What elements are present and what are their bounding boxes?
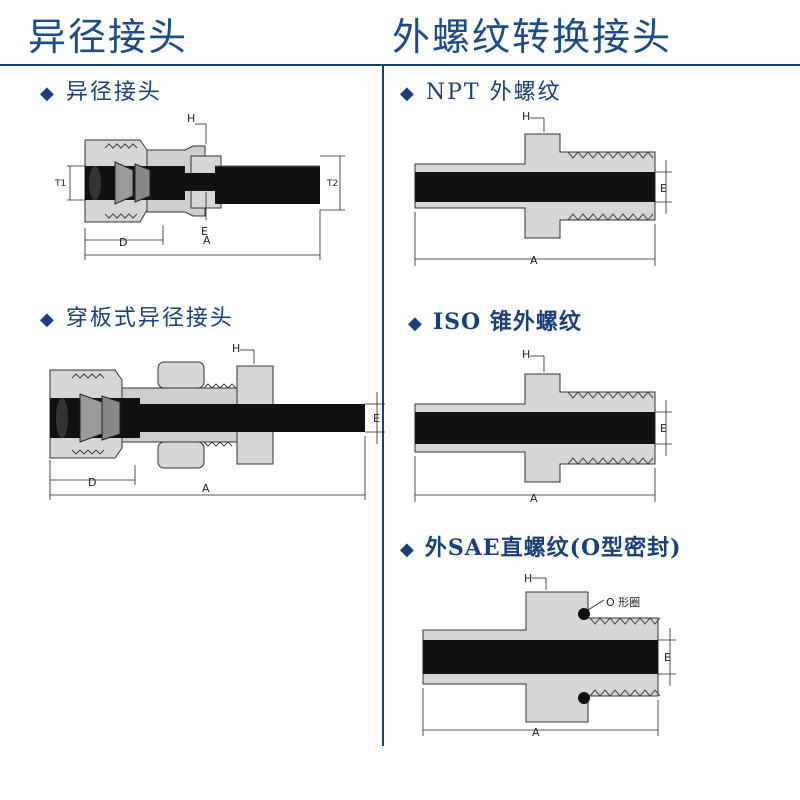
section-label: 穿板式异径接头	[65, 306, 234, 331]
diamond-bullet-icon: ◆	[40, 309, 56, 330]
dim-label-d: D	[88, 476, 96, 489]
section-label: 外SAE直螺纹(O型密封)	[424, 535, 682, 561]
section-iso-thread-title: ◆ ISO 锥外螺纹	[408, 304, 582, 336]
dim-label-a: A	[202, 482, 210, 495]
section-reducer-title: ◆ 异径接头	[40, 74, 162, 106]
right-page-title: 外螺纹转换接头	[392, 15, 673, 59]
o-ring-bottom	[578, 692, 590, 704]
diamond-bullet-icon: ◆	[400, 83, 416, 104]
dim-label-h: H	[187, 112, 195, 125]
dim-label-e: E	[664, 651, 671, 664]
dim-label-t2: T2	[326, 179, 338, 189]
npt-male-diagram: A E H	[414, 110, 672, 267]
diamond-bullet-icon: ◆	[400, 539, 415, 560]
dim-label-h: H	[232, 342, 240, 355]
dim-label-d: D	[119, 236, 127, 249]
section-sae-thread-title: ◆ 外SAE直螺纹(O型密封)	[400, 530, 682, 562]
dim-label-h: H	[524, 572, 532, 585]
dim-label-a: A	[530, 492, 538, 505]
diamond-bullet-icon: ◆	[40, 83, 56, 104]
bulkhead-reducer-diagram: A D E H	[49, 342, 385, 500]
dim-label-h: H	[522, 110, 530, 123]
section-label: 异径接头	[65, 80, 162, 105]
o-ring-top	[578, 608, 590, 620]
dim-label-a: A	[532, 726, 540, 739]
dim-label-t1: T1	[54, 179, 66, 189]
section-label: ISO 锥外螺纹	[432, 309, 582, 335]
dim-label-e: E	[660, 182, 667, 195]
dim-label-a: A	[203, 234, 211, 247]
left-page-title: 异径接头	[28, 15, 189, 59]
section-bulkhead-reducer-title: ◆ 穿板式异径接头	[40, 300, 234, 332]
diamond-bullet-icon: ◆	[408, 313, 423, 334]
section-label: NPT 外螺纹	[425, 80, 562, 105]
dim-label-e: E	[373, 412, 380, 425]
dim-label-a: A	[530, 254, 538, 267]
reducer-diagram: A D E H T1 T2	[54, 112, 345, 260]
dim-label-e: E	[660, 422, 667, 435]
dim-label-h: H	[522, 348, 530, 361]
column-divider	[382, 66, 384, 746]
header-divider	[0, 64, 800, 66]
dim-label-e: E	[201, 225, 208, 238]
section-npt-thread-title: ◆ NPT 外螺纹	[400, 74, 562, 106]
sae-straight-thread-diagram: A E H O 形圈	[422, 572, 676, 739]
iso-taper-male-diagram: A E H	[414, 348, 672, 505]
o-ring-label: O 形圈	[606, 596, 640, 609]
